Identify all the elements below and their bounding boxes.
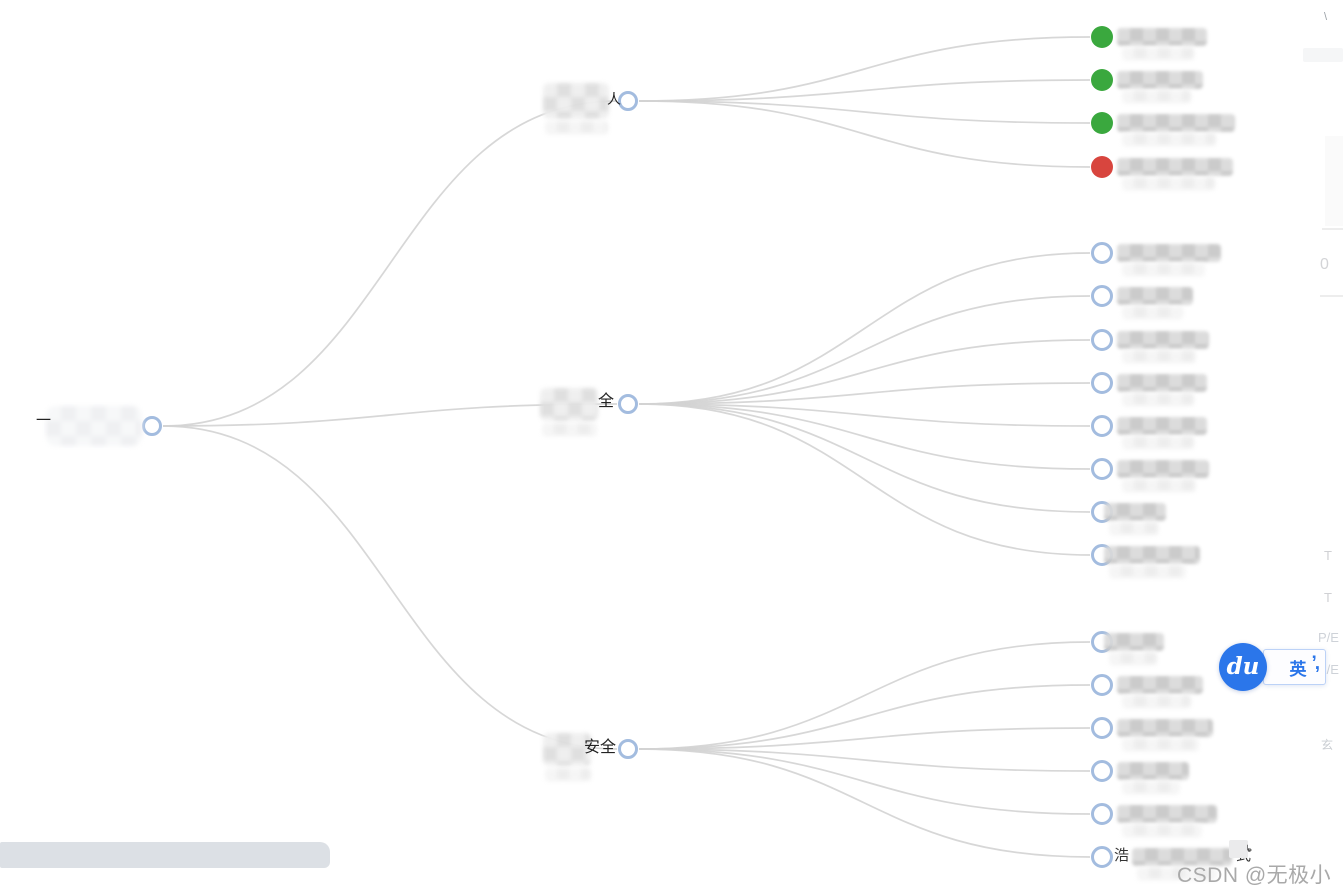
tree-leaf-2-8-dot[interactable] (1091, 544, 1113, 566)
tree-leaf-2-3-dot[interactable] (1091, 329, 1113, 351)
tree-leaf-2-1-dot[interactable] (1091, 242, 1113, 264)
baidu-translate-logo[interactable]: du (1219, 643, 1267, 691)
edge-branch-2-leaf-3 (638, 339, 1091, 405)
edge-branch-3-leaf-1 (638, 641, 1091, 750)
translate-quote-icon[interactable]: ’, (1311, 653, 1319, 674)
tree-leaf-3-2-dot[interactable] (1091, 674, 1113, 696)
translate-lang-button[interactable]: 英 (1289, 659, 1307, 679)
tree-node-branch-3[interactable] (618, 739, 638, 759)
tree-leaf-3-3-dot[interactable] (1091, 717, 1113, 739)
tree-leaf-3-1-dot[interactable] (1091, 631, 1113, 653)
tree-leaf-2-4-dot[interactable] (1091, 372, 1113, 394)
edge-root-branch-1 (162, 100, 618, 427)
edge-branch-2-leaf-2 (638, 295, 1091, 405)
edge-branch-2-leaf-1 (638, 252, 1091, 405)
tree-leaf-3-6-dot[interactable] (1091, 846, 1113, 868)
tree-leaf-1-1-status-dot[interactable] (1091, 26, 1113, 48)
edge-branch-2-leaf-4 (638, 382, 1091, 405)
tree-leaf-2-2-dot[interactable] (1091, 285, 1113, 307)
csdn-watermark: CSDN @无极小卒 (1177, 864, 1332, 887)
edge-branch-1-leaf-4 (638, 100, 1091, 168)
edge-branch-1-leaf-1 (638, 36, 1091, 102)
baidu-translate-widget[interactable]: du 英 ’, (1219, 643, 1343, 691)
tree-leaf-2-6-dot[interactable] (1091, 458, 1113, 480)
tree-leaf-3-5-dot[interactable] (1091, 803, 1113, 825)
tree-leaf-1-3-status-dot[interactable] (1091, 112, 1113, 134)
logo-text: du (1226, 652, 1260, 680)
tree-leaf-3-4-dot[interactable] (1091, 760, 1113, 782)
edge-branch-3-leaf-3 (638, 727, 1091, 750)
tree-node-branch-2[interactable] (618, 394, 638, 414)
baidu-translate-toolbar[interactable]: 英 ’, (1263, 649, 1326, 685)
tree-node-branch-1[interactable] (618, 91, 638, 111)
edge-root-branch-2 (162, 403, 618, 427)
edge-branch-3-leaf-6 (638, 748, 1091, 858)
edge-branch-2-leaf-5 (638, 403, 1091, 427)
edge-root-branch-3 (162, 425, 618, 750)
tree-leaf-1-2-status-dot[interactable] (1091, 69, 1113, 91)
edge-branch-1-leaf-3 (638, 100, 1091, 124)
tree-leaf-2-7-dot[interactable] (1091, 501, 1113, 523)
edge-branch-2-leaf-7 (638, 403, 1091, 513)
edge-branch-3-leaf-5 (638, 748, 1091, 815)
edge-branch-2-leaf-8 (638, 403, 1091, 556)
edge-branch-2-leaf-6 (638, 403, 1091, 470)
edge-branch-3-leaf-2 (638, 684, 1091, 750)
edge-branch-1-leaf-2 (638, 79, 1091, 102)
tree-node-root[interactable] (142, 416, 162, 436)
tree-leaf-1-4-status-dot[interactable] (1091, 156, 1113, 178)
tree-leaf-2-5-dot[interactable] (1091, 415, 1113, 437)
edge-branch-3-leaf-4 (638, 748, 1091, 772)
